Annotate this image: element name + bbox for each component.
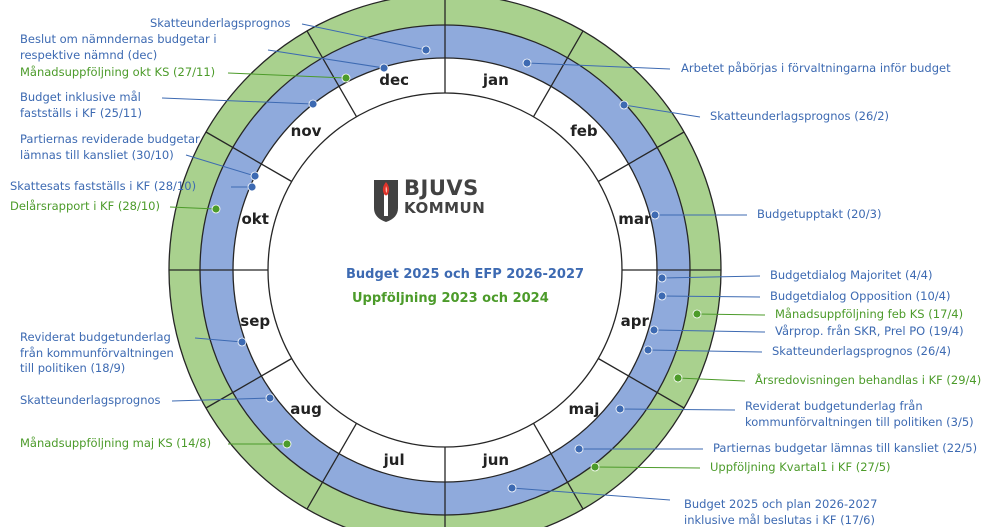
annotation-dialog-maj: Budgetdialog Majoritet (4/4)	[770, 268, 932, 284]
month-label-nov: nov	[291, 122, 322, 140]
annotation-upptakt: Budgetupptakt (20/3)	[757, 207, 881, 223]
event-dot-arbetet	[523, 59, 531, 67]
annotation-line: Partiernas budgetar lämnas till kansliet…	[713, 441, 977, 457]
annotation-line: Skatteunderlagsprognos	[150, 16, 291, 32]
annotation-skatt-feb: Skatteunderlagsprognos (26/2)	[710, 109, 889, 125]
event-dot-beslut-dec	[380, 64, 388, 72]
event-dot-reviderat-sep	[238, 338, 246, 346]
annotation-line: lämnas till kansliet (30/10)	[20, 148, 200, 164]
annotation-kvartal1: Uppföljning Kvartal1 i KF (27/5)	[710, 460, 891, 476]
annotation-skattesats: Skattesats fastställs i KF (28/10)	[10, 179, 196, 195]
annotation-line: Månadsuppföljning maj KS (14/8)	[20, 436, 211, 452]
annotation-skatt-aug: Skatteunderlagsprognos	[20, 393, 161, 409]
annotation-line: Skatteunderlagsprognos (26/2)	[710, 109, 889, 125]
annotation-delars: Delårsrapport i KF (28/10)	[10, 199, 160, 215]
annotation-arbetet: Arbetet påbörjas i förvaltningarna inför…	[681, 61, 951, 77]
event-dot-mu-feb	[693, 310, 701, 318]
event-dot-skatt-dec	[422, 46, 430, 54]
event-dot-reviderat-maj	[616, 405, 624, 413]
event-dot-varprop	[650, 326, 658, 334]
annotation-line: Budgetdialog Majoritet (4/4)	[770, 268, 932, 284]
event-dot-upptakt	[651, 211, 659, 219]
event-dot-budget-kf	[309, 100, 317, 108]
annotation-dialog-opp: Budgetdialog Opposition (10/4)	[770, 289, 950, 305]
annotation-line: kommunförvaltningen till politiken (3/5)	[745, 415, 974, 431]
center-title-uppfoljning: Uppföljning 2023 och 2024	[352, 291, 549, 306]
month-label-feb: feb	[570, 122, 598, 140]
annotation-mu-feb: Månadsuppföljning feb KS (17/4)	[775, 307, 963, 323]
annotation-skatt-apr: Skatteunderlagsprognos (26/4)	[772, 344, 951, 360]
annotation-line: Budget 2025 och plan 2026-2027	[684, 497, 877, 513]
event-dot-partiernas	[575, 445, 583, 453]
event-dot-skatt-apr	[644, 346, 652, 354]
event-dot-mu-maj	[283, 440, 291, 448]
center-title-budget: Budget 2025 och EFP 2026-2027	[346, 267, 584, 282]
annotation-line: Skatteunderlagsprognos (26/4)	[772, 344, 951, 360]
annotation-line: Månadsuppföljning okt KS (27/11)	[20, 65, 215, 81]
bjuvs-kommun-logo: BJUVS KOMMUN	[372, 178, 507, 224]
month-label-aug: aug	[290, 400, 322, 418]
event-dot-kvartal1	[591, 463, 599, 471]
annotation-mu-maj: Månadsuppföljning maj KS (14/8)	[20, 436, 211, 452]
logo-line-1: BJUVS	[404, 178, 485, 198]
annotation-line: fastställs i KF (25/11)	[20, 106, 142, 122]
event-dot-dialog-opp	[658, 292, 666, 300]
bjuv-shield-flame-icon	[372, 178, 400, 222]
annotation-line: Vårprop. från SKR, Prel PO (19/4)	[775, 324, 964, 340]
annotation-line: Årsredovisningen behandlas i KF (29/4)	[755, 373, 981, 389]
annotation-line: Skatteunderlagsprognos	[20, 393, 161, 409]
event-dot-delars	[212, 205, 220, 213]
annotation-skatt-dec: Skatteunderlagsprognos	[150, 16, 291, 32]
event-dot-arsred	[674, 374, 682, 382]
annotation-line: respektive nämnd (dec)	[20, 48, 217, 64]
annotation-line: Skattesats fastställs i KF (28/10)	[10, 179, 196, 195]
logo-line-2: KOMMUN	[404, 198, 485, 218]
event-dot-skatt-aug	[266, 394, 274, 402]
month-label-jul: jul	[383, 451, 405, 469]
annotation-line: Reviderat budgetunderlag från	[745, 399, 974, 415]
annotation-line: Budget inklusive mål	[20, 90, 142, 106]
month-label-dec: dec	[379, 71, 409, 89]
event-dot-skatt-feb	[620, 101, 628, 109]
annotation-varprop: Vårprop. från SKR, Prel PO (19/4)	[775, 324, 964, 340]
month-label-mar: mar	[618, 210, 652, 228]
annotation-partiernas: Partiernas budgetar lämnas till kansliet…	[713, 441, 977, 457]
annotation-line: Arbetet påbörjas i förvaltningarna inför…	[681, 61, 951, 77]
event-dot-mu-okt	[342, 74, 350, 82]
annotation-line: från kommunförvaltningen	[20, 346, 174, 362]
annotation-line: Partiernas reviderade budgetar	[20, 132, 200, 148]
annotation-line: Budgetdialog Opposition (10/4)	[770, 289, 950, 305]
month-label-apr: apr	[621, 312, 650, 330]
month-label-jun: jun	[482, 451, 510, 469]
annotation-line: till politiken (18/9)	[20, 361, 174, 377]
event-dot-beslutas-jun	[508, 484, 516, 492]
month-label-okt: okt	[241, 210, 268, 228]
event-dot-skattesats	[248, 183, 256, 191]
annotation-line: Delårsrapport i KF (28/10)	[10, 199, 160, 215]
annotation-line: Reviderat budgetunderlag	[20, 330, 174, 346]
annotation-line: Budgetupptakt (20/3)	[757, 207, 881, 223]
month-label-jan: jan	[482, 71, 509, 89]
month-label-sep: sep	[240, 312, 270, 330]
annotation-line: Beslut om nämndernas budgetar i	[20, 32, 217, 48]
annotation-line: inklusive mål beslutas i KF (17/6)	[684, 513, 877, 528]
annotation-mu-okt: Månadsuppföljning okt KS (27/11)	[20, 65, 215, 81]
event-dot-dialog-maj	[658, 274, 666, 282]
annotation-line: Månadsuppföljning feb KS (17/4)	[775, 307, 963, 323]
annotation-line: Uppföljning Kvartal1 i KF (27/5)	[710, 460, 891, 476]
event-dot-reviderade	[251, 172, 259, 180]
month-label-maj: maj	[568, 400, 599, 418]
annotation-arsred: Årsredovisningen behandlas i KF (29/4)	[755, 373, 981, 389]
